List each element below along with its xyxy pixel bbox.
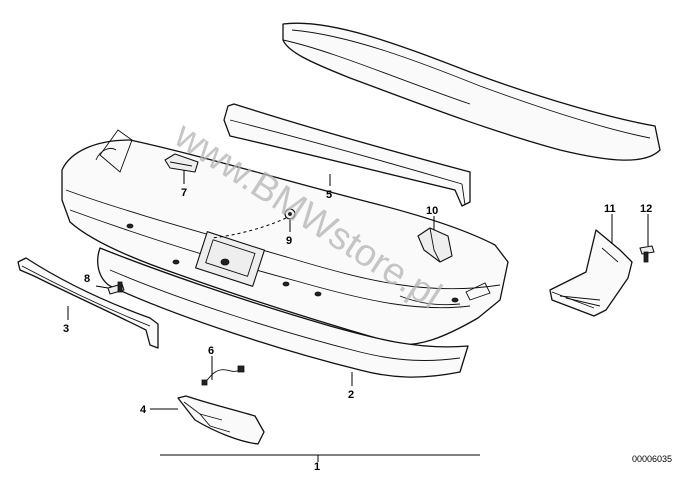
callout-5[interactable]: 5 bbox=[326, 189, 332, 201]
bumper-support-bar[interactable] bbox=[223, 103, 471, 207]
diagram-code: 00006035 bbox=[632, 454, 672, 464]
callout-7[interactable]: 7 bbox=[181, 187, 187, 199]
callout-1[interactable]: 1 bbox=[314, 461, 320, 473]
side-moulding-strip[interactable] bbox=[17, 257, 159, 349]
upper-foam-absorber[interactable] bbox=[282, 22, 661, 161]
lower-spoiler[interactable] bbox=[97, 247, 469, 378]
bracket-clip[interactable] bbox=[164, 153, 199, 173]
corner-bracket[interactable] bbox=[417, 227, 453, 263]
callout-10[interactable]: 10 bbox=[426, 205, 438, 217]
expanding-rivet[interactable] bbox=[639, 245, 655, 263]
callout-3[interactable]: 3 bbox=[63, 323, 69, 335]
screw[interactable] bbox=[107, 281, 125, 295]
callout-8[interactable]: 8 bbox=[84, 273, 90, 285]
wiring-lead[interactable] bbox=[201, 365, 245, 386]
callout-2[interactable]: 2 bbox=[348, 389, 354, 401]
callout-6[interactable]: 6 bbox=[208, 345, 214, 357]
tow-hook-cover[interactable] bbox=[177, 395, 265, 445]
leader-8 bbox=[95, 285, 109, 289]
callout-12[interactable]: 12 bbox=[640, 203, 652, 215]
callout-4[interactable]: 4 bbox=[140, 404, 147, 416]
callout-9[interactable]: 9 bbox=[286, 235, 292, 247]
air-duct[interactable] bbox=[549, 229, 633, 317]
front-bumper-cover[interactable] bbox=[61, 129, 509, 346]
callout-11[interactable]: 11 bbox=[604, 203, 616, 215]
expanding-nut[interactable] bbox=[284, 208, 296, 220]
